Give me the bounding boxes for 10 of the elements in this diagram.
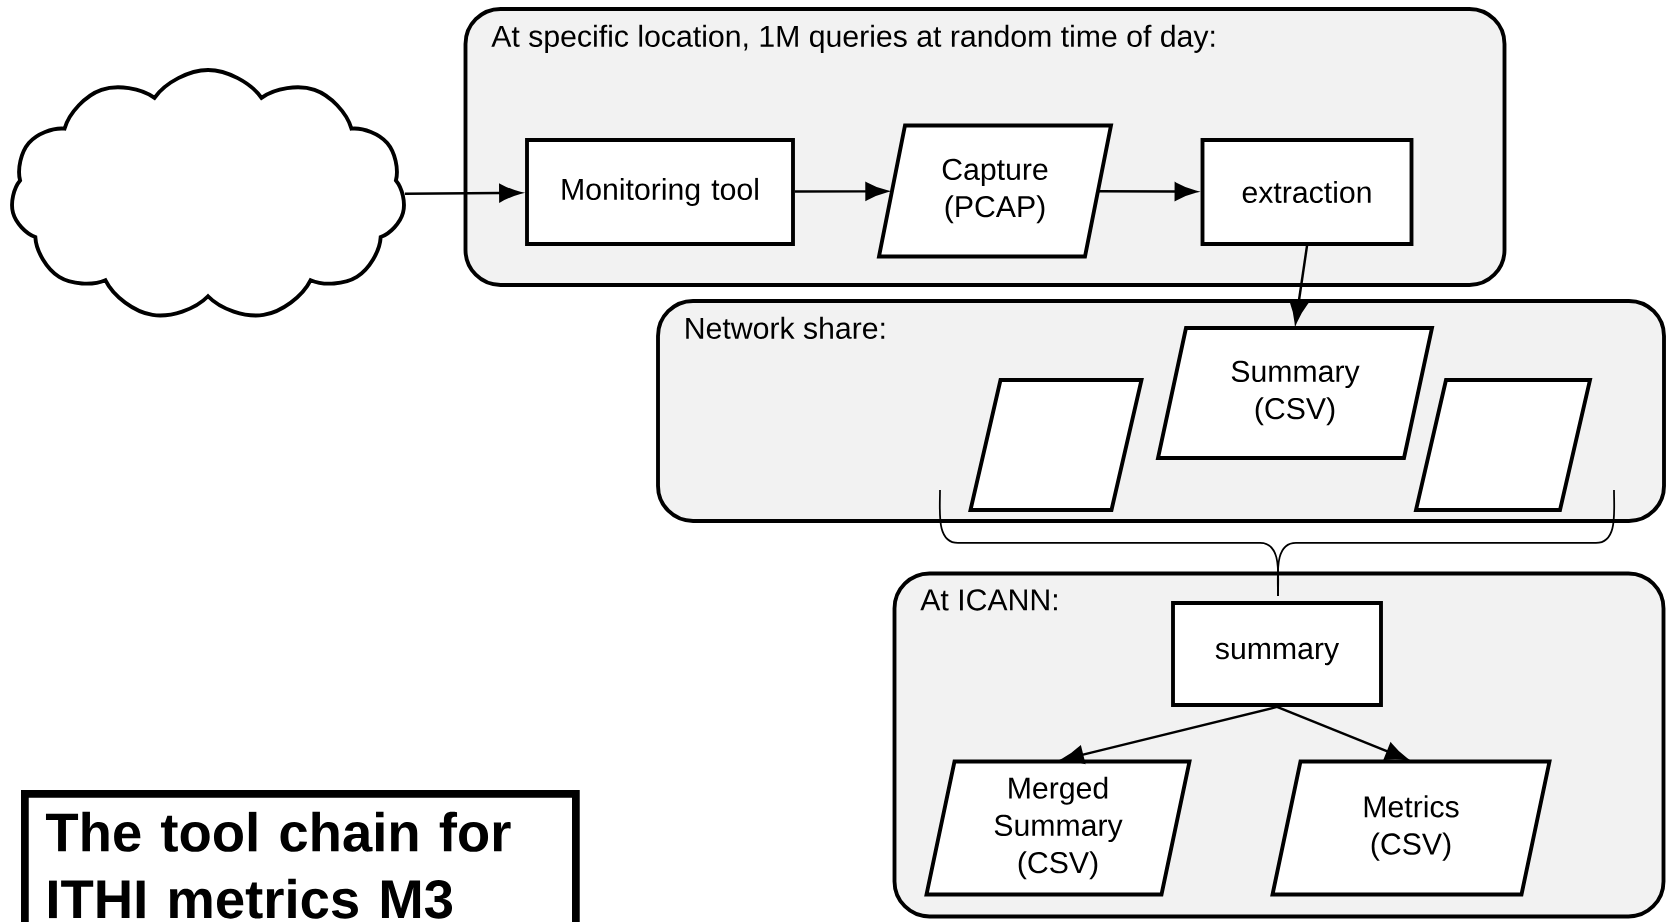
arrow xyxy=(1289,245,1309,324)
arrow xyxy=(404,184,522,203)
process-box: summary xyxy=(1171,601,1383,707)
process-box: extraction xyxy=(1200,138,1414,246)
data-parallelogram: Merged Summary (CSV) xyxy=(924,759,1192,897)
process-box: Monitoring tool xyxy=(525,138,795,246)
title-box: The tool chain for ITHI metrics M3 xyxy=(21,790,580,922)
data-parallelogram: Metrics (CSV) xyxy=(1270,759,1552,897)
data-parallelogram xyxy=(968,378,1144,512)
cloud-shape xyxy=(10,68,406,318)
